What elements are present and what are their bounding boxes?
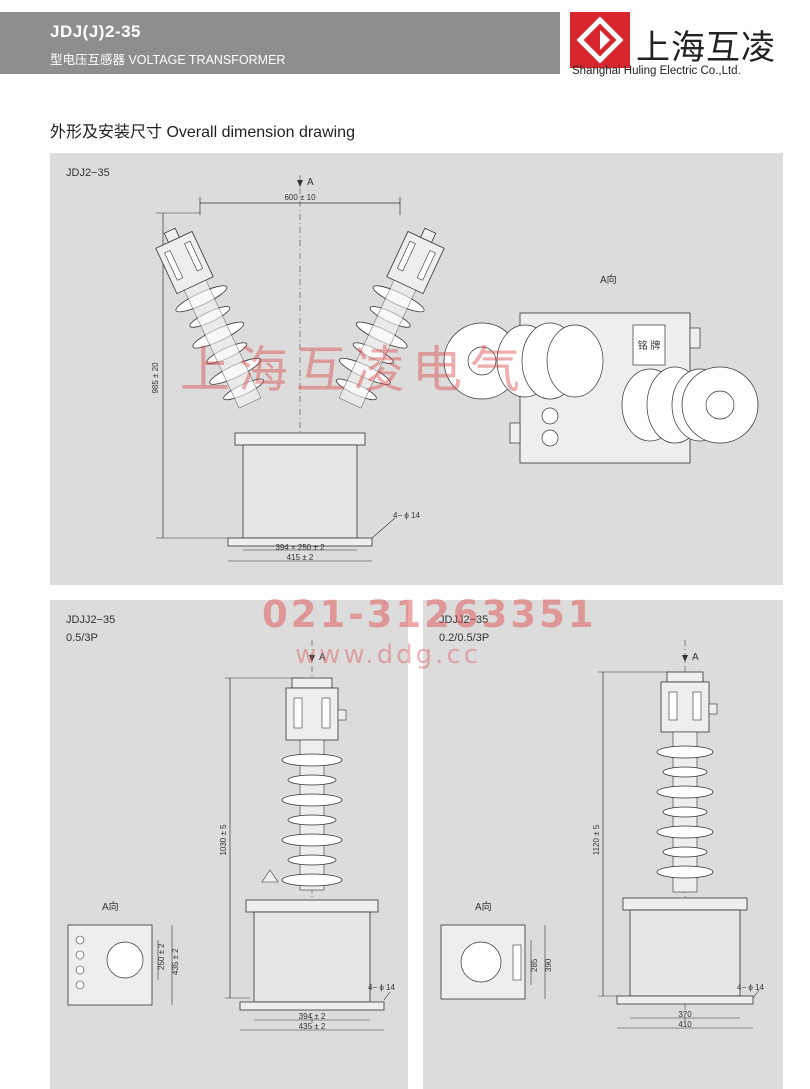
arrow-a-label: A [692,652,699,663]
panel-jdjj2-35-a: JDJJ2−35 0.5/3P A 1030 ± 5 394 ± 2 435 ±… [50,600,408,1089]
arrow-a-label: A [319,652,326,663]
watermark-name: 上海互凌电气 [180,341,528,399]
dim-height: 1120 ± 5 [592,824,601,855]
panel-label: JDJJ2−35 [439,614,489,626]
dim-v1: 285 [530,958,539,972]
company-logo-icon [570,12,630,68]
dim-top: 600 ± 10 [284,193,316,202]
company-name-cn: 上海互凌 [636,28,776,68]
holes-label: 4− ϕ 14 [393,511,420,520]
accuracy-label: 0.5/3P [66,632,98,644]
drawing-jdjj2-35-b: A 1120 ± 5 370 410 4− ϕ 14 A向 285 390 [440,640,764,1030]
view-a-label: A向 [102,900,119,913]
arrow-a-label: A [307,177,314,188]
header-band [0,12,560,74]
view-a-label: A向 [600,273,617,286]
watermark-url: www.ddg.cc [295,640,482,670]
header: JDJ(J)2-35 型电压互感器 VOLTAGE TRANSFORMER 上海… [0,0,810,86]
dim-v2: 390 [544,958,553,972]
dim-v1: 250 ± 2 [157,943,166,970]
dim-base2: 435 ± 2 [299,1022,326,1031]
dim-v2: 435 ± 2 [171,948,180,975]
dim-base1: 394 × 250 ± 2 [275,543,325,552]
holes-label: 4− ϕ 14 [368,983,395,992]
company-name-en: Shanghai Huling Electric Co.,Ltd. [572,65,741,77]
panel-label: JDJ2−35 [66,167,110,179]
dim-base2: 415 ± 2 [287,553,314,562]
dim-height: 985 ± 20 [151,362,160,394]
drawing-jdjj2-35-a: A 1030 ± 5 394 ± 2 435 ± 2 4− ϕ 14 A向 [67,640,395,1031]
nameplate-label: 铭 牌 [638,339,661,352]
panel-label: JDJJ2−35 [66,614,116,626]
product-subtitle: 型电压互感器 VOLTAGE TRANSFORMER [50,53,286,67]
dim-base2: 410 [678,1020,692,1029]
accuracy-label: 0.2/0.5/3P [439,632,490,644]
view-a-label: A向 [475,900,492,913]
watermark-phone: 021-31263351 [262,593,597,636]
panel-jdjj2-35-b: JDJJ2−35 0.2/0.5/3P A 1120 ± 5 370 410 4… [423,600,783,1089]
panel-jdj2-35: JDJ2−35 A 600 ± 10 985 ± 20 [50,153,783,585]
holes-label: 4− ϕ 14 [737,983,764,992]
drawing-jdj2-35: A 600 ± 10 985 ± 20 [151,175,759,562]
dim-height: 1030 ± 5 [219,824,228,856]
section-heading: 外形及安装尺寸 Overall dimension drawing [50,124,355,141]
dim-base1: 370 [678,1010,692,1019]
dim-base1: 394 ± 2 [299,1012,326,1021]
product-model-title: JDJ(J)2-35 [50,22,141,41]
